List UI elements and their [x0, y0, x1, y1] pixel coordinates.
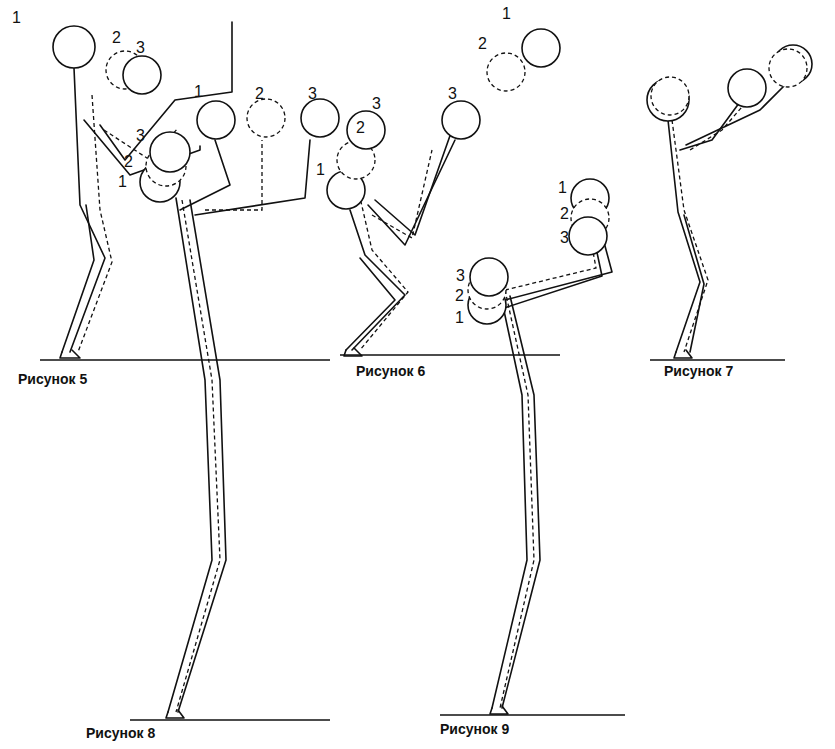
callout-number: 2	[112, 30, 121, 46]
callout-number: 1	[455, 310, 464, 326]
figure-caption: Рисунок 8	[86, 726, 155, 740]
figure-9	[440, 179, 625, 715]
callout-number: 3	[448, 86, 457, 102]
callout-number: 1	[118, 174, 127, 190]
figure-caption: Рисунок 5	[18, 372, 87, 386]
figure-8	[130, 99, 339, 720]
callout-number: 2	[255, 86, 264, 102]
callout-number: 3	[560, 230, 569, 246]
callout-number: 3	[372, 96, 381, 112]
callout-number: 1	[316, 162, 325, 178]
figure-caption: Рисунок 7	[664, 364, 733, 378]
callout-number: 2	[478, 36, 487, 52]
figure-7	[647, 45, 812, 360]
callout-number: 2	[560, 206, 569, 222]
callout-number: 2	[455, 288, 464, 304]
figure-caption: Рисунок 6	[356, 364, 425, 378]
callout-number: 3	[456, 268, 465, 284]
figure-5	[40, 22, 330, 360]
callout-number: 1	[194, 84, 203, 100]
callout-number: 2	[356, 120, 365, 136]
figure-6	[327, 29, 560, 356]
callout-number: 1	[558, 180, 567, 196]
callout-number: 1	[502, 6, 511, 22]
callout-number: 3	[136, 128, 145, 144]
callout-number: 3	[136, 40, 145, 56]
callout-number: 1	[12, 10, 21, 26]
callout-number: 3	[308, 86, 317, 102]
figure-caption: Рисунок 9	[440, 722, 509, 736]
callout-number: 2	[124, 154, 133, 170]
